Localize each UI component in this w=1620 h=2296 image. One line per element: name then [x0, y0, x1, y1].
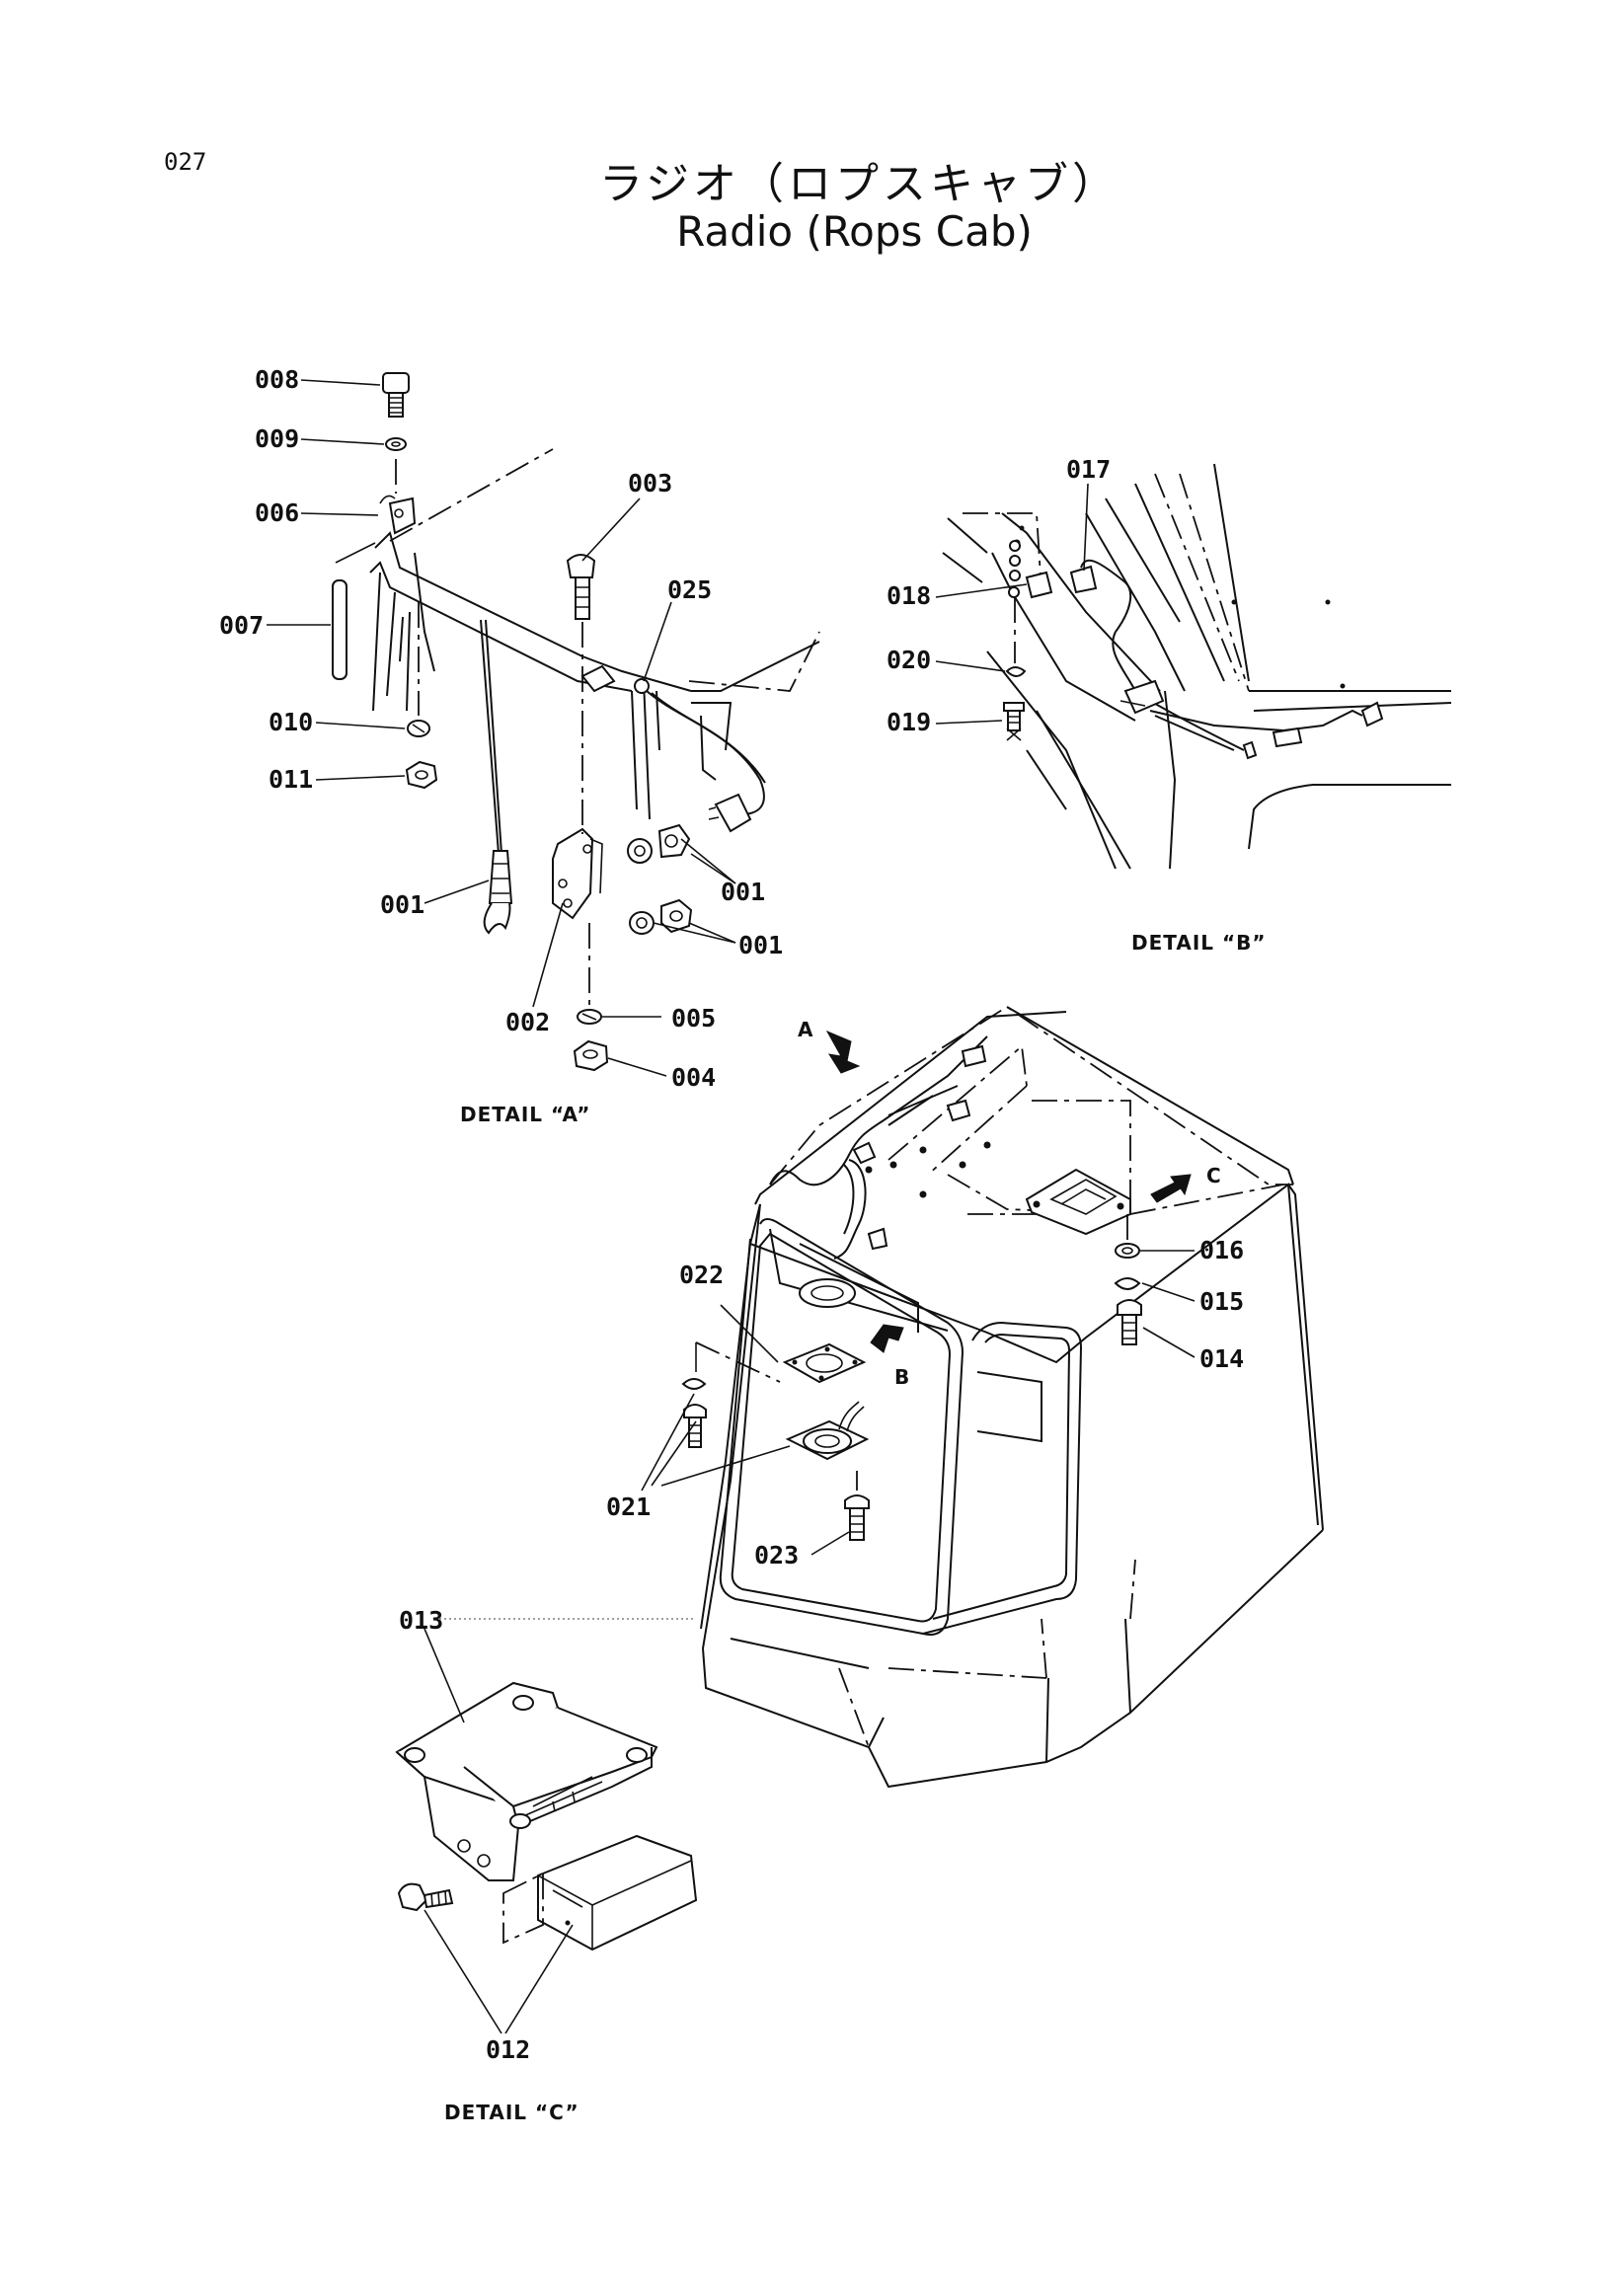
detail-b-view	[942, 463, 1452, 870]
label-008: 008	[255, 365, 299, 394]
label-015: 015	[1199, 1287, 1244, 1316]
detail-b-caption: DETAIL “B”	[1131, 931, 1267, 955]
view-arrow-c: C	[1206, 1164, 1221, 1187]
label-007: 007	[219, 611, 264, 640]
label-014: 014	[1199, 1344, 1244, 1373]
label-001-antenna: 001	[380, 890, 424, 919]
detail-c-caption: DETAIL “C”	[444, 2101, 579, 2124]
page-number: 027	[164, 148, 207, 176]
label-017: 017	[1066, 455, 1111, 484]
part-labels: 008 009 006 007 010 011 001 002 003 025 …	[219, 365, 1244, 2064]
detail-a-caption: DETAIL “A”	[460, 1103, 590, 1126]
detail-a-leaders	[267, 379, 736, 1077]
label-023: 023	[754, 1541, 799, 1569]
cab-leaders	[641, 1250, 1196, 1556]
label-025: 025	[667, 575, 712, 604]
title-japanese: ラジオ（ロプスキャブ）	[598, 159, 1120, 209]
label-019: 019	[887, 708, 931, 736]
detail-b-leaders	[935, 483, 1089, 725]
label-016: 016	[1199, 1236, 1244, 1264]
label-003: 003	[628, 469, 672, 497]
view-arrow-labels: A C B	[798, 1018, 1221, 1389]
label-020: 020	[887, 646, 931, 674]
detail-c-leaders	[424, 1628, 574, 2034]
cab-main-view	[434, 1005, 1324, 1789]
label-010: 010	[269, 708, 313, 736]
label-001-a: 001	[721, 878, 765, 906]
title-english: Radio (Rops Cab)	[676, 207, 1033, 256]
label-006: 006	[255, 498, 299, 527]
label-018: 018	[887, 581, 931, 610]
label-004: 004	[671, 1063, 716, 1092]
label-022: 022	[679, 1261, 724, 1289]
label-011: 011	[269, 765, 313, 794]
label-021: 021	[606, 1492, 651, 1521]
label-012: 012	[486, 2035, 530, 2064]
view-arrow-a: A	[798, 1018, 813, 1041]
detail-captions: DETAIL “A” DETAIL “B” DETAIL “C”	[444, 931, 1267, 2124]
detail-a-view	[332, 372, 820, 1072]
detail-c-view	[395, 1681, 698, 1952]
label-001-b: 001	[738, 931, 783, 959]
label-005: 005	[671, 1004, 716, 1033]
label-013: 013	[399, 1606, 443, 1635]
label-002: 002	[505, 1008, 550, 1036]
label-009: 009	[255, 424, 299, 453]
view-arrow-b: B	[894, 1365, 909, 1389]
